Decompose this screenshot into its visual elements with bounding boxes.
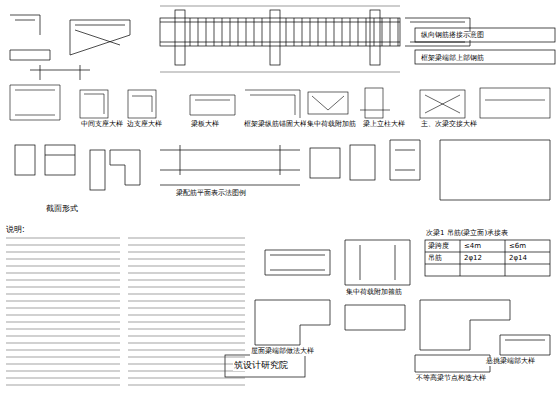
stroke bbox=[128, 385, 245, 386]
detail-caption: 2φ14 bbox=[508, 255, 528, 263]
stroke bbox=[128, 259, 245, 260]
stroke bbox=[254, 18, 255, 46]
detail-caption: 中间支座大样 bbox=[80, 121, 124, 129]
stroke bbox=[128, 308, 245, 309]
stroke bbox=[238, 18, 239, 46]
stroke bbox=[6, 301, 120, 302]
stroke bbox=[128, 350, 245, 351]
stroke bbox=[286, 18, 287, 46]
stroke bbox=[342, 18, 343, 46]
stroke bbox=[128, 238, 245, 239]
detail-caption: 梁配筋平面表示法图例 bbox=[175, 190, 247, 198]
stroke bbox=[6, 273, 120, 274]
stroke bbox=[6, 280, 120, 281]
stroke bbox=[128, 315, 245, 316]
stroke bbox=[128, 273, 245, 274]
stroke bbox=[358, 18, 359, 46]
detail-caption: 集中荷载附加箍筋 bbox=[345, 289, 403, 297]
detail-caption: 截面形式 bbox=[45, 205, 79, 214]
detail-caption: 次梁1 吊筋(梁立面)承接表 bbox=[425, 230, 509, 238]
stroke bbox=[302, 18, 303, 46]
stroke bbox=[128, 357, 245, 358]
stroke bbox=[6, 259, 120, 260]
detail-caption: 边支座大样 bbox=[126, 121, 163, 129]
detail-caption: 主、次梁交接大样 bbox=[420, 121, 478, 129]
stroke bbox=[6, 315, 120, 316]
detail-caption: 梁板大样 bbox=[190, 121, 220, 129]
stroke bbox=[246, 18, 247, 46]
detail-caption: 框架梁纵筋锚固大样 bbox=[243, 121, 308, 129]
detail-caption: ≤6m bbox=[508, 243, 527, 251]
stroke bbox=[310, 18, 311, 46]
stroke bbox=[6, 245, 120, 246]
detail-caption: 吊筋 bbox=[427, 255, 443, 263]
detail-caption: 说明: bbox=[5, 226, 26, 235]
detail-caption: 2φ12 bbox=[463, 255, 483, 263]
stroke bbox=[6, 322, 120, 323]
stroke bbox=[128, 322, 245, 323]
stroke bbox=[190, 18, 191, 46]
stroke bbox=[128, 343, 245, 344]
stroke bbox=[390, 18, 391, 46]
stroke bbox=[374, 18, 375, 46]
stroke bbox=[6, 378, 120, 379]
stroke bbox=[128, 329, 245, 330]
stroke bbox=[6, 364, 120, 365]
detail-caption: 屋面梁端部做法大样 bbox=[250, 348, 315, 356]
stroke bbox=[128, 371, 245, 372]
stroke bbox=[6, 294, 120, 295]
stroke bbox=[128, 336, 245, 337]
stroke bbox=[6, 336, 120, 337]
stroke bbox=[366, 18, 367, 46]
detail-caption: 梁跨度 bbox=[427, 243, 450, 251]
stroke bbox=[128, 266, 245, 267]
detail-caption: 集中荷载附加筋 bbox=[306, 121, 357, 129]
stroke bbox=[6, 343, 120, 344]
stroke bbox=[128, 252, 245, 253]
stroke bbox=[6, 371, 120, 372]
stroke bbox=[398, 18, 399, 46]
stroke bbox=[326, 18, 327, 46]
stroke bbox=[6, 287, 120, 288]
stroke bbox=[6, 252, 120, 253]
stroke bbox=[382, 18, 383, 46]
stroke bbox=[6, 357, 120, 358]
stroke bbox=[128, 378, 245, 379]
detail-caption: 梁上立柱大样 bbox=[362, 121, 406, 129]
stroke bbox=[6, 329, 120, 330]
detail-caption: 不等高梁节点构造大样 bbox=[415, 375, 487, 383]
stroke bbox=[6, 266, 120, 267]
stroke bbox=[6, 238, 120, 239]
detail-caption: 框架梁端部上部钢筋 bbox=[420, 55, 485, 63]
stroke bbox=[222, 18, 223, 46]
stroke bbox=[128, 301, 245, 302]
stroke bbox=[128, 294, 245, 295]
detail-caption: 纵向钢筋搭接示意图 bbox=[420, 32, 485, 40]
stroke bbox=[334, 18, 335, 46]
title-block: 筑设计研究院 bbox=[233, 361, 289, 371]
stroke bbox=[350, 18, 351, 46]
stroke bbox=[198, 18, 199, 46]
stroke bbox=[318, 18, 319, 46]
stroke bbox=[128, 364, 245, 365]
stroke bbox=[262, 18, 263, 46]
stroke bbox=[6, 308, 120, 309]
stroke bbox=[214, 18, 215, 46]
stroke bbox=[294, 18, 295, 46]
stroke bbox=[6, 385, 120, 386]
stroke bbox=[206, 18, 207, 46]
detail-caption: ≤4m bbox=[463, 243, 482, 251]
detail-caption: 悬挑梁端部大样 bbox=[485, 358, 536, 366]
stroke bbox=[230, 18, 231, 46]
stroke bbox=[128, 287, 245, 288]
stroke bbox=[128, 245, 245, 246]
stroke bbox=[128, 280, 245, 281]
stroke bbox=[6, 350, 120, 351]
